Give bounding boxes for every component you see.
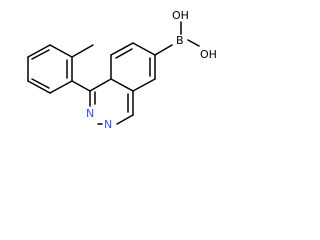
methyl-bond bbox=[71, 44, 94, 58]
boron-label: B bbox=[176, 34, 184, 47]
boronic-acid-group bbox=[154, 21, 200, 56]
nitrogen-lower-label: N bbox=[104, 118, 112, 131]
structure-canvas: B OH OH N N bbox=[0, 0, 238, 148]
benzo-ring bbox=[110, 42, 156, 92]
hydroxyl-right-label: OH bbox=[200, 48, 217, 61]
hydroxyl-top-label: OH bbox=[172, 9, 189, 22]
aryl-link-bond bbox=[71, 80, 91, 92]
diazine-ring bbox=[89, 78, 134, 125]
tolyl-ring bbox=[27, 44, 94, 94]
nitrogen-upper-label: N bbox=[86, 107, 94, 120]
molecule-diagram: B OH OH N N bbox=[27, 9, 217, 131]
